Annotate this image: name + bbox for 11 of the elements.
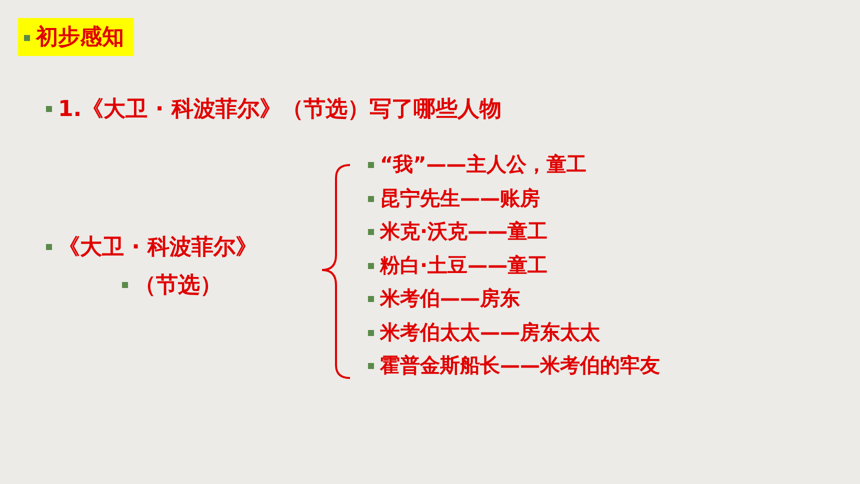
character-entry: 粉白·土豆——童工 (380, 252, 548, 278)
excerpt-note: （节选） (134, 272, 222, 300)
character-entry: 米克·沃克——童工 (380, 218, 548, 245)
character-entry: 昆宁先生——账房 (380, 184, 540, 212)
work-title: 《大卫 · 科波菲尔》 (58, 234, 258, 262)
heading-badge: 初步感知 (18, 18, 134, 56)
character-entry: 米考伯——房东 (380, 285, 520, 312)
question-text: 1.《大卫 · 科波菲尔》（节选）写了哪些人物 (58, 96, 502, 124)
character-entry: “我”——主人公，童工 (380, 151, 586, 178)
character-entry: 霍普金斯船长——米考伯的牢友 (380, 352, 660, 379)
character-entry: 米考伯太太——房东太太 (380, 318, 600, 346)
